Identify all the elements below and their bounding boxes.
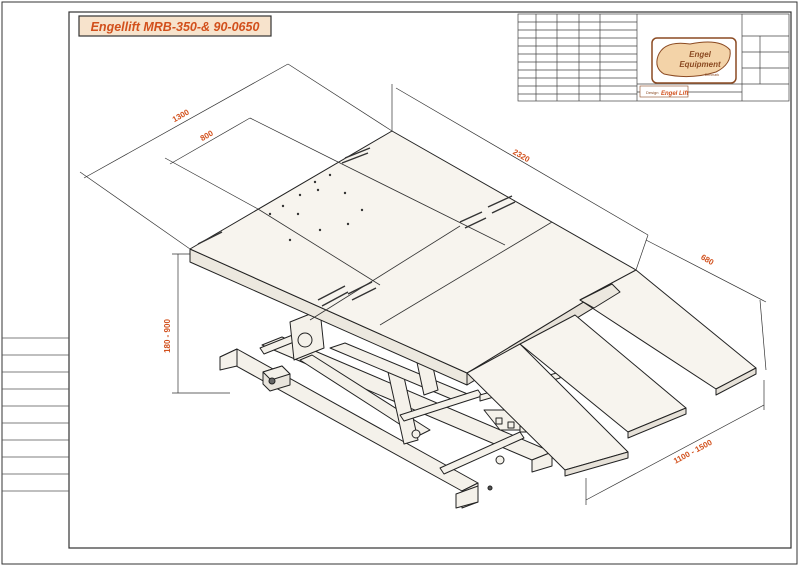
ramp-right <box>579 269 757 396</box>
dim-ramp-width: 680 <box>699 253 716 268</box>
base-frame <box>219 309 553 509</box>
brand-strip: Design Engel Lift <box>639 85 689 98</box>
lift-drawing <box>189 130 757 509</box>
brand-strip-small: Design <box>646 90 658 95</box>
logo-line-2: Equipment <box>679 60 721 69</box>
dim-overall-width: 1300 <box>171 107 191 124</box>
control-box <box>262 365 291 392</box>
panel-seams <box>257 161 553 326</box>
logo-line-3: Denmark <box>705 73 719 77</box>
company-logo: Engel Equipment Denmark <box>651 37 737 84</box>
base-feet <box>455 485 493 509</box>
revision-table <box>2 337 69 492</box>
dim-platform-width: 800 <box>199 128 216 143</box>
title-table <box>517 13 790 102</box>
dim-height-range: 180 - 900 <box>163 319 172 353</box>
drawing-title: Engellift MRB-350-& 90-0650 <box>91 20 260 34</box>
inner-frame <box>68 11 792 549</box>
dim-platform-length: 2320 <box>511 147 531 164</box>
ramp-left <box>466 343 629 477</box>
title-block: Engellift MRB-350-& 90-0650 <box>78 15 272 37</box>
logo-line-1: Engel <box>689 50 712 59</box>
brand-strip-name: Engel Lift <box>661 91 689 97</box>
dimension-lines <box>79 63 767 505</box>
bolt-holes <box>268 173 364 242</box>
dim-ramp-length: 1100 - 1500 <box>672 438 714 466</box>
ramp-middle <box>519 314 687 439</box>
